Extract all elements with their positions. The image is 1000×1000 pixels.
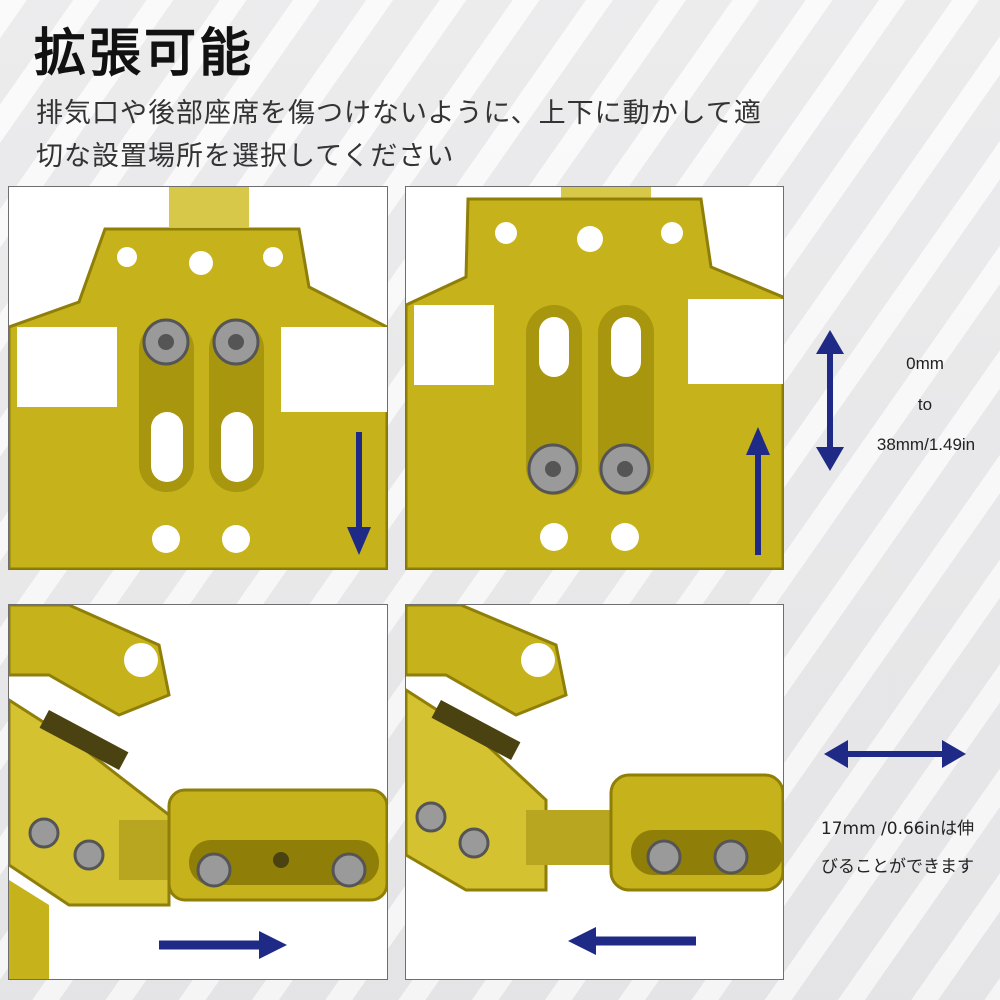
description-text: 排気口や後部座席を傷つけないように、上下に動かして適切な設置場所を選択してくださ… bbox=[36, 98, 762, 172]
slider-photo-retracted bbox=[406, 605, 783, 955]
vertical-range-from: 0mm bbox=[906, 354, 944, 373]
bracket-photo-raised bbox=[406, 187, 783, 569]
horizontal-double-arrow-icon bbox=[824, 740, 966, 768]
vertical-double-arrow-icon bbox=[816, 330, 844, 471]
horizontal-range-line1: 17mm /0.66inは伸 bbox=[820, 819, 975, 839]
page-title: 拡張可能 bbox=[34, 24, 255, 84]
photo-panel-bottom-left bbox=[8, 604, 388, 980]
bracket-photo-lowered bbox=[9, 187, 387, 569]
horizontal-range-line2: びることができます bbox=[821, 857, 974, 877]
vertical-range-to: 38mm/1.49in bbox=[876, 435, 976, 454]
vertical-range-to-word: to bbox=[917, 395, 933, 414]
photo-panel-top-right bbox=[405, 186, 784, 570]
photo-panel-bottom-right bbox=[405, 604, 784, 980]
slider-photo-extended bbox=[9, 605, 387, 979]
photo-panel-top-left bbox=[8, 186, 388, 570]
